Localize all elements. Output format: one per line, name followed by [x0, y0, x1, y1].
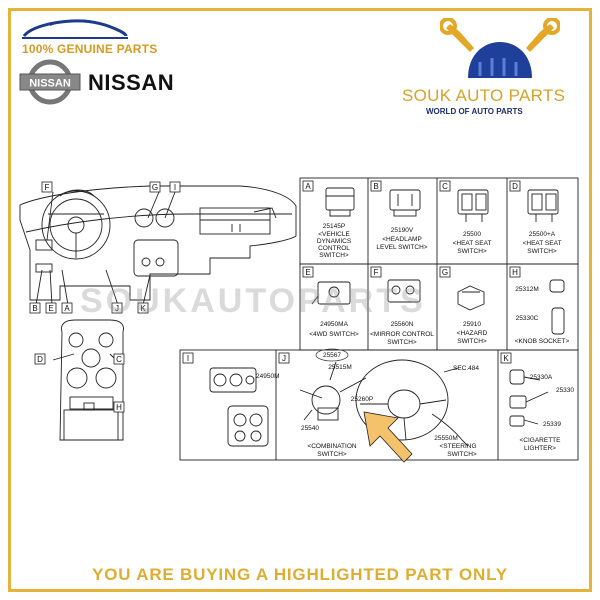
part-k-caption-1: <CIGARETTE [520, 437, 562, 444]
marker-k: K [140, 304, 146, 313]
shop-name: SOUK AUTO PARTS [402, 86, 566, 105]
part-j-number-4: 25540 [301, 425, 319, 432]
part-a-caption-3: CONTROL [318, 245, 350, 252]
part-j-caption-3: <STEERING [439, 443, 476, 450]
part-k-number-1: 25330A [530, 374, 553, 381]
panel-k-letter: K [503, 354, 509, 363]
part-b-caption-1: <HEADLAMP [382, 236, 422, 243]
part-b-number: 25190V [391, 227, 414, 234]
panel-d-letter: D [512, 182, 518, 191]
part-j-caption-1: <COMBINATION [307, 443, 356, 450]
part-k-number-3: 25339 [543, 421, 561, 428]
part-k-number-2: 25330 [556, 387, 574, 394]
part-h-number-1: 25312M [515, 286, 539, 293]
part-k-caption-2: LIGHTER> [524, 445, 556, 452]
part-f-caption-1: <MIRROR CONTROL [370, 331, 434, 338]
part-h-caption-1: <KNOB SOCKET> [515, 338, 570, 345]
marker-i: I [174, 183, 176, 192]
part-j-caption-4: SWITCH> [447, 451, 477, 458]
part-e-sketch [311, 281, 351, 305]
panel-c-letter: C [442, 182, 448, 191]
highlight-arrow [363, 411, 413, 463]
part-j-caption-2: SWITCH> [317, 451, 347, 458]
part-k-sketch [509, 369, 549, 427]
part-c-caption-1: <HEAT SEAT [453, 240, 492, 247]
part-g-number: 25910 [463, 321, 481, 328]
part-j-number-1: 25567 [323, 352, 341, 359]
shop-tagline: WORLD OF AUTO PARTS [426, 107, 523, 116]
part-a-sketch [325, 187, 355, 217]
panel-a-letter: A [305, 182, 311, 191]
marker-j: J [115, 304, 119, 313]
part-a-number: 25145P [323, 223, 345, 230]
part-i-sketch [209, 367, 269, 447]
marker-d: D [37, 355, 43, 364]
marker-b: B [32, 304, 37, 313]
panel-j-letter: J [282, 354, 286, 363]
car-silhouette-icon [22, 19, 128, 39]
highlight-ring [315, 348, 349, 362]
panel-f-letter: F [374, 268, 379, 277]
part-d-number: 25500+A [529, 231, 556, 238]
marker-a: A [64, 304, 70, 313]
part-c-sketch [457, 189, 489, 222]
center-console [52, 319, 124, 441]
part-g-caption-2: SWITCH> [457, 338, 487, 345]
part-i-number: 24950M [256, 373, 280, 380]
part-d-caption-2: SWITCH> [527, 248, 557, 255]
dashboard-overview [19, 185, 297, 306]
part-f-number: 25560N [391, 321, 414, 328]
shop-logo-icon [440, 18, 560, 78]
part-b-sketch [389, 189, 421, 217]
part-j-number-6: 25550M [434, 435, 458, 442]
panel-e-letter: E [305, 268, 310, 277]
part-g-sketch [457, 285, 485, 311]
panel-i-letter: I [187, 354, 189, 363]
part-h-sketch [549, 279, 565, 335]
part-d-sketch [527, 189, 559, 222]
genuine-parts-label: 100% GENUINE PARTS [22, 42, 158, 56]
part-a-caption-2: DYNAMICS [317, 238, 352, 245]
part-j-combination-sketch [299, 361, 367, 421]
panel-h-letter: H [512, 268, 518, 277]
marker-c: C [116, 355, 122, 364]
page-border [8, 8, 592, 592]
part-c-caption-2: SWITCH> [457, 248, 487, 255]
part-b-caption-2: LEVEL SWITCH> [376, 244, 427, 251]
part-f-caption-2: SWITCH> [387, 339, 417, 346]
marker-g: G [152, 183, 158, 192]
part-e-number: 24950MA [320, 321, 348, 328]
part-h-number-2: 25330C [516, 315, 539, 322]
marker-e: E [48, 304, 53, 313]
nissan-logo-icon: NISSAN [19, 59, 81, 105]
part-j-number-3: 25260P [351, 396, 373, 403]
part-g-caption-1: <HAZARD [457, 330, 488, 337]
part-a-caption-4: SWITCH> [319, 252, 349, 259]
part-j-number-2: 25515M [328, 364, 352, 371]
footer-notice: YOU ARE BUYING A HIGHLIGHTED PART ONLY [92, 565, 508, 584]
part-j-steering-wheel [355, 359, 469, 447]
part-a-caption-1: <VEHICLE [318, 231, 350, 238]
marker-h: H [116, 403, 122, 412]
brand-name: NISSAN [88, 70, 175, 95]
part-j-number-5: SEC.484 [453, 365, 479, 372]
part-e-caption-1: <4WD SWITCH> [309, 331, 359, 338]
logo-text: NISSAN [29, 78, 71, 90]
part-c-number: 25500 [463, 231, 481, 238]
panel-g-letter: G [442, 268, 448, 277]
panel-b-letter: B [373, 182, 378, 191]
marker-f: F [45, 183, 50, 192]
part-d-caption-1: <HEAT SEAT [523, 240, 562, 247]
panel-grid-lines [179, 177, 579, 461]
watermark: SOUKAUTOPARTS [80, 282, 426, 320]
part-f-sketch [387, 279, 421, 303]
